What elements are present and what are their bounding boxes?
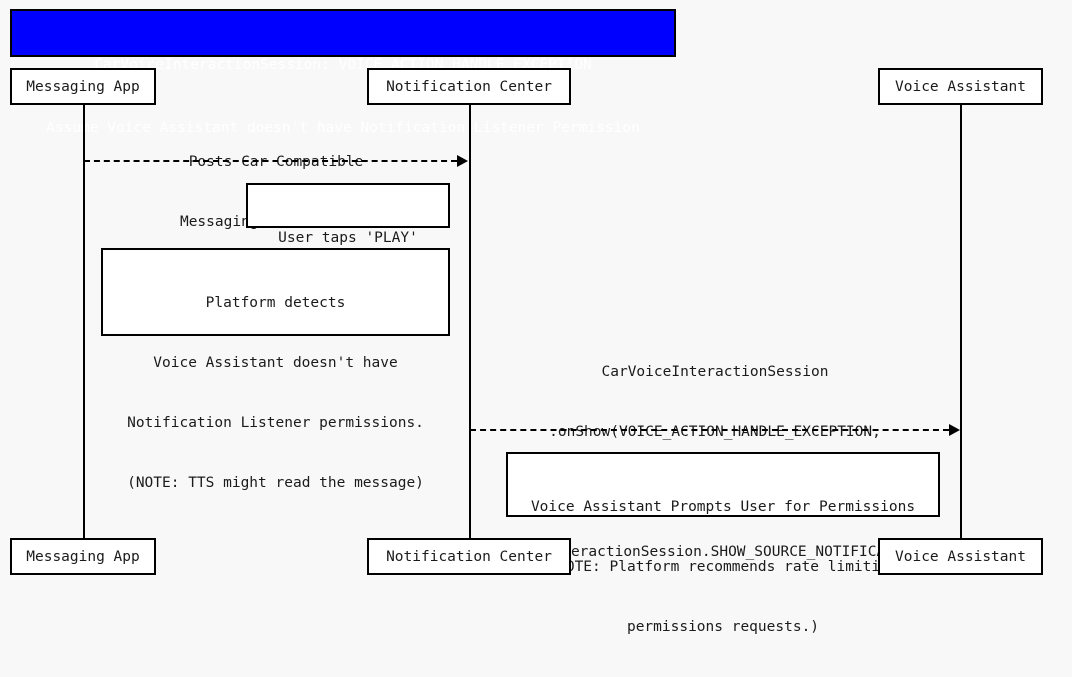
message-arrowhead-post-notification xyxy=(457,155,468,167)
note-user-taps-play: User taps 'PLAY' on Msg Notification xyxy=(246,183,450,306)
note-platform-detects: Platform detects Voice Assistant doesn't… xyxy=(101,248,450,491)
participant-box-voice-assistant-top[interactable]: Voice Assistant xyxy=(878,68,1043,105)
participant-box-messaging-app-bottom[interactable]: Messaging App xyxy=(10,538,156,575)
note-prompts-user-line-2: (NOTE: Platform recommends rate limiting xyxy=(548,559,898,575)
participant-box-notification-center-top[interactable]: Notification Center xyxy=(367,68,571,105)
note-user-taps-play-line-1: User taps 'PLAY' xyxy=(278,230,418,246)
message-label-onshow-call-line-2: .onShow(VOICE_ACTION_HANDLE_EXCEPTION, xyxy=(549,424,881,440)
note-platform-detects-line-3: Notification Listener permissions. xyxy=(127,415,424,431)
lifeline-notification-center xyxy=(469,104,471,538)
note-platform-detects-line-1: Platform detects xyxy=(205,295,346,311)
note-prompts-user-line-3: permissions requests.) xyxy=(626,619,820,635)
note-platform-detects-line-4: (NOTE: TTS might read the message) xyxy=(127,475,424,491)
participant-box-voice-assistant-bottom[interactable]: Voice Assistant xyxy=(878,538,1043,575)
lifeline-voice-assistant xyxy=(960,104,962,538)
message-label-onshow-call-line-4: VoiceInteractionSession.SHOW_SOURCE_NOTI… xyxy=(501,544,929,560)
note-platform-detects-line-2: Voice Assistant doesn't have xyxy=(153,355,398,371)
lifeline-messaging-app xyxy=(83,104,85,538)
message-label-onshow-call-line-1: CarVoiceInteractionSession xyxy=(601,364,829,380)
sequence-diagram-canvas: CarVoiceInteractionSession: VOICE_ACTION… xyxy=(10,9,1043,635)
message-line-post-notification xyxy=(84,160,457,162)
message-label-onshow-call: CarVoiceInteractionSession .onShow(VOICE… xyxy=(469,322,961,602)
diagram-title-line-2: Assume Voice Assistant doesn't have Noti… xyxy=(46,120,640,136)
note-prompts-user-line-1: Voice Assistant Prompts User for Permiss… xyxy=(530,499,916,515)
diagram-title-banner: CarVoiceInteractionSession: VOICE_ACTION… xyxy=(10,9,676,136)
message-line-onshow-call xyxy=(470,429,949,431)
participant-box-messaging-app-top[interactable]: Messaging App xyxy=(10,68,156,105)
participant-box-notification-center-bottom[interactable]: Notification Center xyxy=(367,538,571,575)
message-label-post-notification-line-1: Posts Car Compatible xyxy=(188,154,364,170)
note-prompts-user: Voice Assistant Prompts User for Permiss… xyxy=(506,452,940,635)
message-arrowhead-onshow-call xyxy=(949,424,960,436)
